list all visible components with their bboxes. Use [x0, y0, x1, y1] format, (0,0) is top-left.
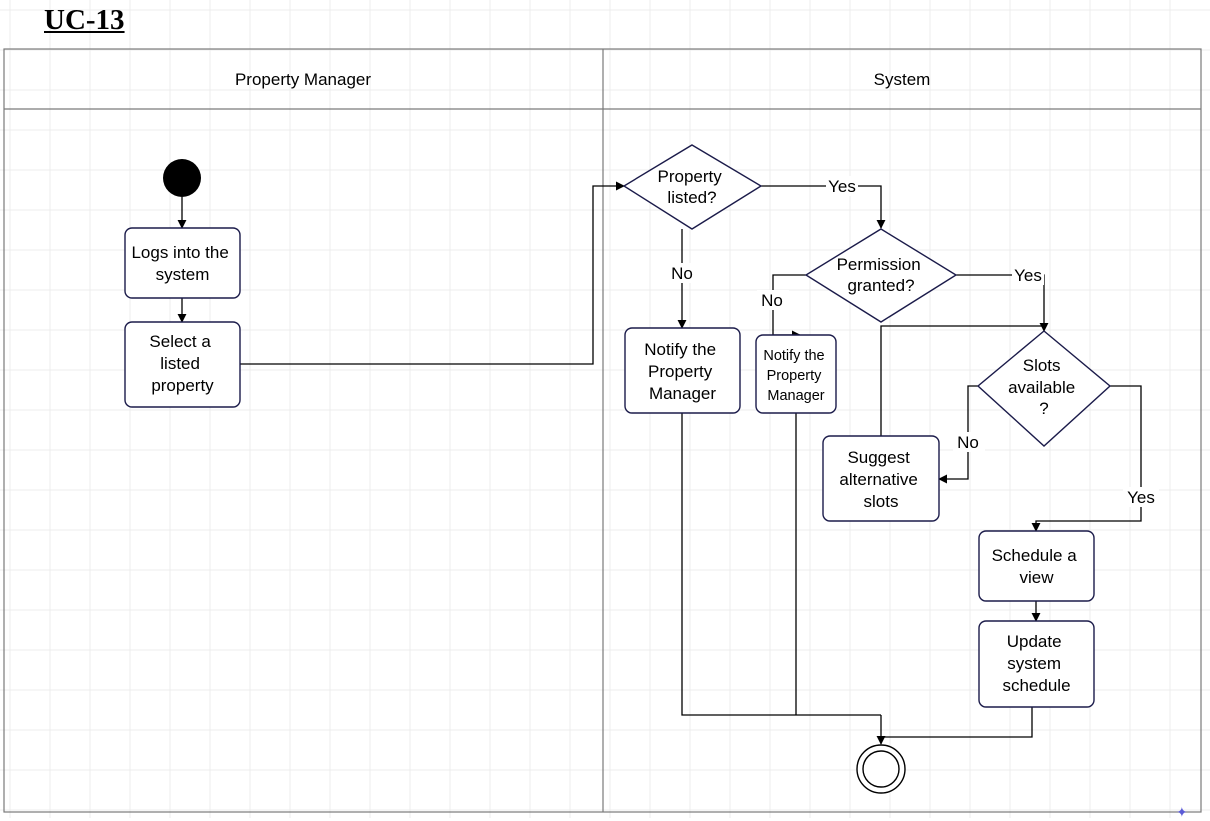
svg-text:Property listed?: Property listed? [658, 167, 727, 207]
line: Select a [149, 332, 211, 351]
line: ? [1039, 399, 1048, 418]
line: Manager [767, 388, 824, 404]
line: Logs into the [131, 243, 228, 262]
svg-text:Schedule a view: Schedule a view [992, 546, 1082, 587]
line: Notify the [763, 348, 824, 364]
svg-text:Select a listed pr: Select a listed property [149, 332, 215, 395]
edge-labels: Yes No Yes No No Yes [666, 176, 1159, 507]
activity-logs-in: Logs into the system [124, 227, 241, 299]
line: Property [648, 362, 713, 381]
activity-notify-pm-2: Notify the Property Manager [755, 334, 837, 414]
activity-suggest-alternative: Suggest alternative slots [822, 435, 940, 522]
line: property [151, 376, 214, 395]
line: listed [160, 354, 200, 373]
activity-update-schedule: Update system schedule [978, 620, 1095, 708]
label-listed-no: No [671, 264, 693, 283]
sparkle-icon[interactable]: ✦ [1176, 804, 1188, 820]
svg-text:Update system sche: Update system schedule [1002, 632, 1070, 695]
activity-schedule-view: Schedule a view [978, 530, 1095, 602]
svg-text:Notify the Property: Notify the Property Manager [763, 348, 828, 404]
page-title: UC-13 [44, 4, 125, 36]
line: system [1007, 654, 1061, 673]
edges [177, 181, 1142, 745]
svg-text:Notify the Property: Notify the Property Manager [644, 340, 721, 403]
svg-text:Logs into the system: Logs into the system [131, 243, 233, 284]
line: Suggest [847, 448, 910, 467]
lane-system: System [874, 70, 931, 89]
line: available [1008, 378, 1075, 397]
line: Schedule a [992, 546, 1078, 565]
label-slots-no: No [957, 433, 979, 452]
line: alternative [839, 470, 917, 489]
decision-permission-granted: Permission granted? [804, 228, 958, 323]
lane-property-manager: Property Manager [235, 70, 371, 89]
final-node [856, 744, 906, 794]
svg-text:Suggest alternative: Suggest alternative slots [839, 448, 922, 511]
line: Property [767, 368, 823, 384]
line: view [1019, 568, 1054, 587]
line: granted? [847, 276, 914, 295]
edge-slots-yes [1031, 385, 1142, 532]
edge-update-to-end [881, 707, 1033, 738]
line: Slots [1023, 356, 1061, 375]
svg-text:Slots available ?: Slots available ? [1008, 356, 1080, 418]
edge-select-to-listed [240, 181, 625, 365]
activity-notify-pm-1: Notify the Property Manager [624, 327, 741, 414]
line: Notify the [644, 340, 716, 359]
decision-property-listed: Property listed? [622, 144, 763, 230]
svg-text:Permission granted?: Permission granted? [837, 255, 926, 295]
line: system [156, 265, 210, 284]
edge-listed-yes [761, 185, 886, 229]
line: Permission [837, 255, 921, 274]
line: schedule [1002, 676, 1070, 695]
label-permission-yes: Yes [1014, 266, 1042, 285]
label-listed-yes: Yes [828, 177, 856, 196]
label-slots-yes: Yes [1127, 488, 1155, 507]
activity-select-property: Select a listed property [124, 321, 241, 408]
swimlanes: Property Manager System [3, 48, 1202, 813]
edge-notify1-to-end [681, 413, 881, 716]
line: listed? [667, 188, 716, 207]
edge-suggest-loop [880, 325, 1044, 436]
line: Property [658, 167, 723, 186]
decision-slots-available: Slots available ? [976, 330, 1112, 447]
label-permission-no: No [761, 291, 783, 310]
line: Manager [649, 384, 716, 403]
line: slots [864, 492, 899, 511]
line: Update [1007, 632, 1062, 651]
start-node [163, 159, 201, 197]
